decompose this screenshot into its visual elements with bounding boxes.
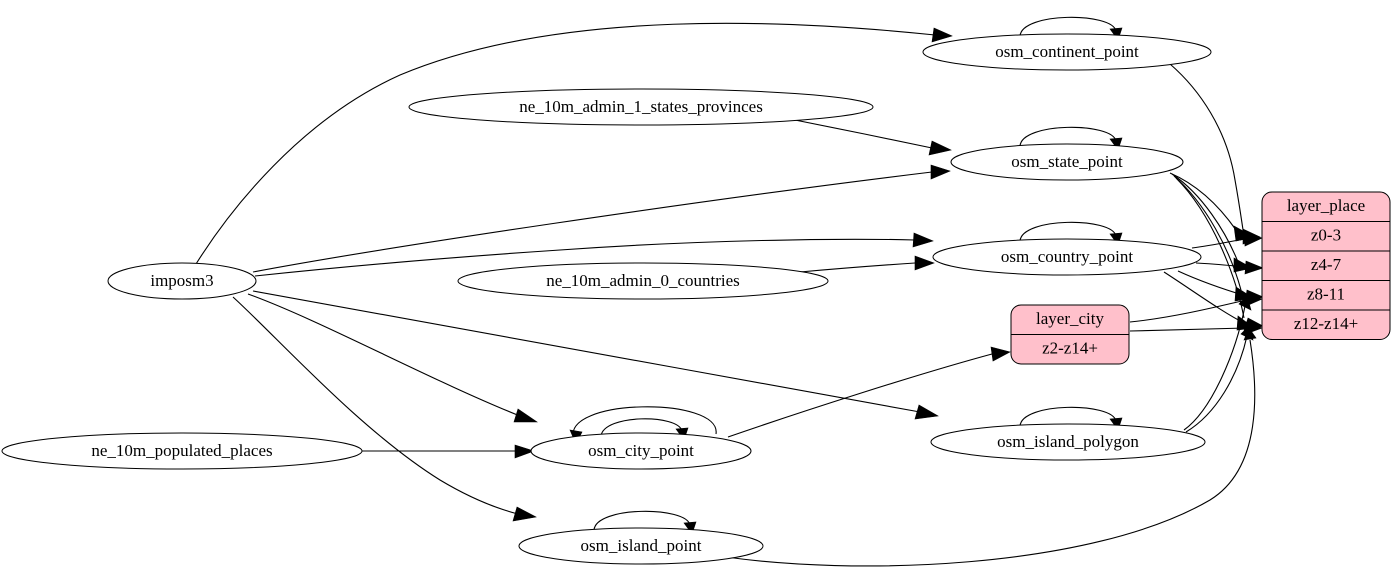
- arrowhead-icon: [1238, 295, 1252, 311]
- node-label-osm-city-point: osm_city_point: [588, 441, 694, 460]
- arrowhead-icon: [513, 408, 538, 423]
- edge-imposm3-to-osm-continent-point: [195, 22, 936, 265]
- edge-osm-island-polygon-to-layer-place-z8-11: [1183, 305, 1246, 431]
- record-row-layer-place-z0-3[interactable]: z0-3: [1311, 225, 1341, 244]
- edge-osm-island-point-to-layer-place-z12-z14: [719, 339, 1256, 567]
- edge-imposm3-to-osm-island-polygon: [252, 290, 921, 413]
- node-ne-10m-admin-1-states-provinces[interactable]: ne_10m_admin_1_states_provinces: [408, 88, 874, 126]
- arrowhead-icon: [914, 404, 939, 420]
- node-imposm3[interactable]: imposm3: [107, 262, 257, 300]
- edge-osm-country-point-to-layer-place-z8-11: [1177, 270, 1247, 297]
- node-label-osm-continent-point: osm_continent_point: [995, 42, 1139, 61]
- arrowhead-icon: [1243, 231, 1263, 247]
- edge-imposm3-to-osm-state-point: [252, 171, 933, 273]
- arrowhead-icon: [914, 255, 935, 271]
- record-row-layer-place-z4-7[interactable]: z4-7: [1311, 255, 1342, 274]
- edge-osm-city-point-self-loop-outer: [572, 406, 717, 440]
- node-osm-state-point[interactable]: osm_state_point: [950, 143, 1184, 181]
- node-shape-ellipse: [930, 423, 1206, 461]
- node-label-osm-island-polygon: osm_island_polygon: [997, 432, 1139, 451]
- node-shape-ellipse: [518, 527, 764, 565]
- node-osm-island-point[interactable]: osm_island_point: [518, 527, 764, 565]
- edge-osm-island-polygon-to-layer-place-z12-z14: [1185, 335, 1248, 433]
- edge-osm-continent-point-to-layer-place-z0-3: [1169, 63, 1245, 237]
- node-shape-ellipse: [1, 432, 363, 470]
- node-osm-island-polygon[interactable]: osm_island_polygon: [930, 423, 1206, 461]
- arrowhead-icon: [512, 506, 537, 522]
- arrowhead-icon: [930, 164, 951, 180]
- record-shape-layer-place: [1261, 191, 1391, 340]
- edge-osm-state-point-to-layer-place-z0-3: [1169, 172, 1237, 231]
- node-osm-continent-point[interactable]: osm_continent_point: [922, 33, 1212, 71]
- edge-ne-states-to-osm-state-point: [789, 118, 933, 149]
- node-layer: imposm3 ne_10m_admin_1_states_provinces …: [1, 33, 1391, 565]
- record-row-layer-place-z8-11[interactable]: z8-11: [1307, 284, 1345, 303]
- node-label-osm-country-point: osm_country_point: [1001, 247, 1133, 266]
- node-osm-city-point[interactable]: osm_city_point: [530, 432, 752, 470]
- edge-osm-country-point-self-loop: [1019, 221, 1117, 242]
- record-row-layer-place-title: layer_place: [1287, 196, 1365, 215]
- node-shape-ellipse: [530, 432, 752, 470]
- node-shape-ellipse: [932, 238, 1202, 276]
- arrowhead-icon: [928, 140, 952, 156]
- node-ne-10m-admin-0-countries[interactable]: ne_10m_admin_0_countries: [457, 262, 829, 300]
- edge-osm-continent-point-self-loop: [1019, 16, 1117, 37]
- node-layer-place[interactable]: layer_place z0-3 z4-7 z8-11 z12-z14+: [1261, 191, 1391, 340]
- edge-osm-state-point-self-loop: [1019, 126, 1117, 147]
- node-ne-10m-populated-places[interactable]: ne_10m_populated_places: [1, 432, 363, 470]
- edge-layer-city-to-layer-place-z12-z14: [1129, 327, 1247, 332]
- node-shape-ellipse: [457, 262, 829, 300]
- node-label-osm-island-point: osm_island_point: [581, 536, 702, 555]
- record-row-layer-city-title: layer_city: [1036, 309, 1104, 328]
- edge-imposm3-to-osm-country-point: [254, 238, 916, 277]
- edge-osm-state-point-to-layer-place-z8-11: [1173, 175, 1242, 291]
- edge-osm-island-point-self-loop: [593, 510, 691, 531]
- arrowhead-icon: [931, 27, 953, 43]
- record-row-layer-city-z2-z14[interactable]: z2-z14+: [1042, 338, 1098, 357]
- edge-imposm3-to-osm-city-point: [247, 293, 521, 417]
- arrowhead-icon: [1243, 327, 1257, 341]
- node-label-imposm3: imposm3: [150, 271, 213, 290]
- node-osm-country-point[interactable]: osm_country_point: [932, 238, 1202, 276]
- edge-osm-state-point-to-layer-place-z4-7: [1171, 173, 1239, 263]
- node-shape-ellipse: [107, 262, 257, 300]
- arrowhead-icon: [1244, 260, 1264, 275]
- edge-layer-city-to-layer-place-z8-11: [1129, 299, 1247, 323]
- node-layer-city[interactable]: layer_city z2-z14+: [1010, 304, 1130, 365]
- node-label-osm-state-point: osm_state_point: [1011, 152, 1123, 171]
- arrowhead-icon: [912, 232, 934, 248]
- edge-osm-country-point-to-layer-place-z4-7: [1195, 262, 1247, 268]
- node-label-ne-populated: ne_10m_populated_places: [91, 441, 272, 460]
- edge-ne-countries-to-osm-country-point: [799, 262, 916, 273]
- node-label-ne-states: ne_10m_admin_1_states_provinces: [519, 97, 763, 116]
- node-shape-ellipse: [922, 33, 1212, 71]
- node-shape-ellipse: [950, 143, 1184, 181]
- arrowhead-icon: [514, 444, 535, 459]
- node-label-ne-countries: ne_10m_admin_0_countries: [546, 271, 740, 290]
- node-shape-ellipse: [408, 88, 874, 126]
- edge-imposm3-to-osm-island-point: [232, 296, 519, 515]
- edge-osm-island-polygon-self-loop: [1019, 406, 1117, 427]
- edge-layer: [195, 16, 1264, 567]
- record-row-layer-place-z12-z14[interactable]: z12-z14+: [1294, 314, 1358, 333]
- edge-osm-city-point-to-layer-city-z2-z14: [727, 353, 993, 438]
- edge-osm-country-point-to-layer-place-z12-z14: [1163, 271, 1247, 325]
- arrowhead-icon: [990, 346, 1011, 362]
- edge-osm-country-point-to-layer-place-z0-3: [1191, 238, 1246, 249]
- edge-osm-city-point-self-loop-inner: [600, 418, 683, 437]
